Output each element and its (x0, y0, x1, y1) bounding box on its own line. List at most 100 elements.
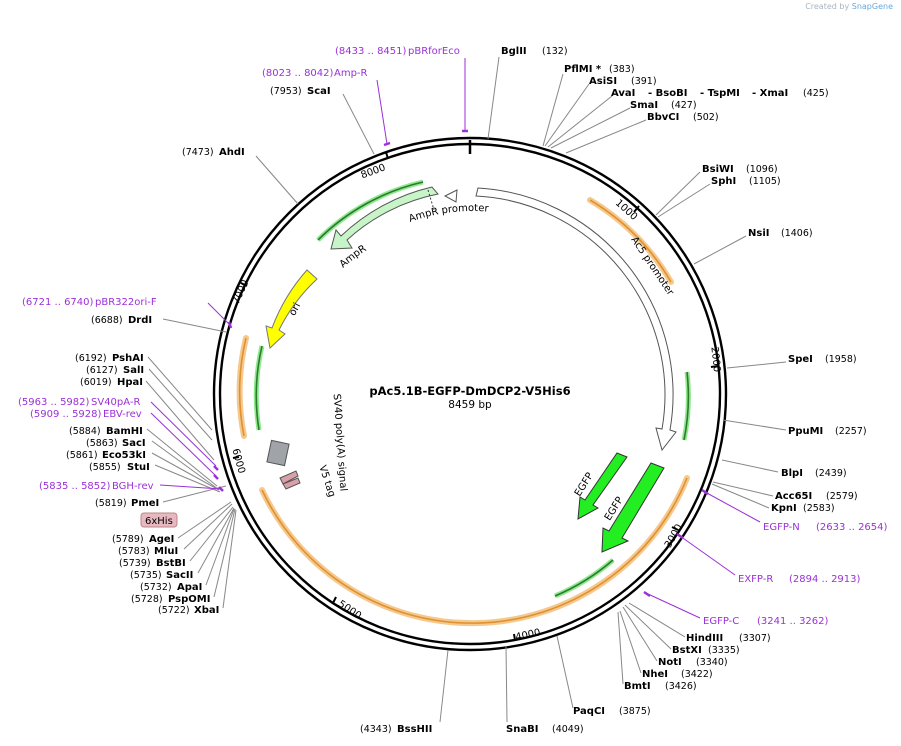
site-spei[interactable]: SpeI (1958) (726, 354, 857, 369)
site-paqci[interactable]: PaqCI (3875) (556, 635, 651, 717)
svg-text:BstBI: BstBI (156, 558, 186, 569)
svg-text:(8433 .. 8451): (8433 .. 8451) (335, 46, 407, 57)
svg-text:pBRforEco: pBRforEco (408, 46, 460, 57)
svg-text:SacI: SacI (122, 438, 146, 449)
site-drdi[interactable]: (6688) DrdI (91, 315, 227, 333)
site-agei[interactable]: (5789) AgeI (112, 501, 232, 545)
site-asisi[interactable]: AsiSI (391) (544, 76, 657, 147)
svg-text:(5884): (5884) (69, 426, 101, 437)
primer-bgh-rev[interactable]: (5835 .. 5852) BGH-rev (39, 481, 224, 492)
svg-text:NsiI: NsiI (748, 228, 769, 239)
svg-text:(5732): (5732) (140, 582, 172, 593)
svg-text:(2579): (2579) (826, 491, 858, 502)
primer-ebv-rev[interactable]: (5909 .. 5928) EBV-rev (30, 409, 219, 480)
ori-feature (265, 269, 318, 349)
tick-8000-label: 8000 (359, 162, 387, 181)
svg-text:(5739): (5739) (119, 558, 151, 569)
site-bmti[interactable]: BmtI (3426) (617, 611, 697, 692)
svg-text:(6688): (6688) (91, 315, 123, 326)
svg-text:SnaBI: SnaBI (506, 724, 538, 735)
site-sacii[interactable]: (5735) SacII (130, 507, 235, 581)
site-hindiii[interactable]: HindIII (3307) (628, 602, 771, 644)
svg-text:PshAI: PshAI (112, 353, 144, 364)
svg-text:Amp-R: Amp-R (334, 68, 368, 79)
ampr-promoter-label: AmpR promoter (407, 203, 489, 225)
svg-text:- TspMI: - TspMI (700, 88, 740, 99)
site-noti[interactable]: NotI (3340) (622, 606, 728, 668)
svg-text:(6019): (6019) (80, 377, 112, 388)
site-snabi[interactable]: SnaBI (4049) (505, 645, 584, 735)
site-bglii[interactable]: BglII (132) (487, 46, 568, 140)
site-stui[interactable]: (5855) StuI (89, 462, 221, 493)
svg-text:(2257): (2257) (835, 426, 867, 437)
svg-text:BamHI: BamHI (106, 426, 143, 437)
site-nhei[interactable]: NheI (3422) (619, 610, 713, 680)
svg-text:(5835 .. 5852): (5835 .. 5852) (39, 481, 111, 492)
site-acc65i[interactable]: Acc65I (2579) (712, 481, 858, 502)
primer-amp-r[interactable]: (8023 .. 8042) Amp-R (262, 68, 391, 147)
svg-text:(3422): (3422) (681, 669, 713, 680)
site-saci[interactable]: (5863) SacI (86, 438, 219, 490)
site-scai[interactable]: (7953) ScaI (270, 86, 375, 155)
svg-text:MluI: MluI (154, 546, 178, 557)
site-sali[interactable]: (6127) SalI (86, 365, 213, 441)
site-avai[interactable]: AvaI - BsoBI - TspMI - XmaI (425) (547, 88, 829, 148)
svg-text:(5789): (5789) (112, 534, 144, 545)
site-pflmi[interactable]: PflMI * (383) (542, 64, 635, 147)
svg-text:(7473): (7473) (182, 147, 214, 158)
svg-text:(7953): (7953) (270, 86, 302, 97)
site-pspomi[interactable]: (5728) PspOMI (131, 508, 236, 605)
svg-text:(6192): (6192) (75, 353, 107, 364)
svg-text:(5735): (5735) (130, 570, 162, 581)
tick-2000-label: 2000 (708, 346, 722, 372)
primer-egfp-n[interactable]: EGFP-N (2633 .. 2654) (701, 488, 888, 533)
primer-exfp-r[interactable]: EXFP-R (2894 .. 2913) (676, 532, 861, 585)
backbone (212, 136, 728, 652)
site-nsii[interactable]: NsiI (1406) (693, 228, 813, 265)
site-ahdi[interactable]: (7473) AhdI (182, 147, 299, 205)
svg-text:(5963 .. 5982): (5963 .. 5982) (18, 397, 90, 408)
svg-text:(132): (132) (542, 46, 568, 57)
primer-sv40pa-r[interactable]: (5963 .. 5982) SV40pA-R (18, 397, 219, 471)
site-sphi[interactable]: SphI (1105) (657, 176, 781, 218)
site-mlui[interactable]: (5783) MluI (118, 503, 233, 557)
svg-text:(3340): (3340) (696, 657, 728, 668)
site-bsshii[interactable]: (4343) BssHII (360, 649, 449, 735)
svg-text:AhdI: AhdI (219, 147, 245, 158)
svg-text:SphI: SphI (711, 176, 736, 187)
plasmid-length: 8459 bp (448, 399, 492, 411)
svg-text:(1096): (1096) (746, 164, 778, 175)
svg-text:(5783): (5783) (118, 546, 150, 557)
svg-text:PmeI: PmeI (131, 498, 159, 509)
site-kpni[interactable]: KpnI (2583) (711, 483, 835, 514)
svg-text:(5863): (5863) (86, 438, 118, 449)
site-pshai[interactable]: (6192) PshAI (75, 353, 213, 431)
site-apai[interactable]: (5732) ApaI (140, 508, 235, 593)
site-bstxi[interactable]: BstXI (3335) (624, 604, 740, 656)
svg-text:(4343): (4343) (360, 724, 392, 735)
svg-text:(3335): (3335) (708, 645, 740, 656)
site-blpi[interactable]: BlpI (2439) (721, 459, 847, 479)
svg-text:(5819): (5819) (95, 498, 127, 509)
site-bamhi[interactable]: (5884) BamHI (69, 426, 218, 487)
site-bbvci[interactable]: BbvCI (502) (565, 112, 719, 154)
site-smai[interactable]: SmaI (427) (550, 100, 697, 149)
site-ppumi[interactable]: PpuMI (2257) (722, 419, 867, 437)
orf-arcs (236, 197, 690, 627)
svg-text:(4049): (4049) (552, 724, 584, 735)
site-hpai[interactable]: (6019) HpaI (80, 377, 215, 461)
svg-text:PaqCI: PaqCI (573, 706, 605, 717)
svg-text:PflMI *: PflMI * (564, 64, 602, 75)
svg-text:NheI: NheI (642, 669, 668, 680)
site-bsiwi[interactable]: BsiWI (1096) (655, 164, 778, 216)
site-bstbi[interactable]: (5739) BstBI (119, 506, 234, 569)
primer-pbrforeco[interactable]: (8433 .. 8451) pBRforEco (335, 46, 468, 133)
primer-pbr322ori-f[interactable]: (6721 .. 6740) pBR322ori-F (22, 297, 233, 329)
site-eco53ki[interactable]: (5861) Eco53kI (66, 450, 220, 491)
site-xbai[interactable]: (5722) XbaI (158, 509, 237, 616)
svg-text:(3875): (3875) (619, 706, 651, 717)
svg-text:(1406): (1406) (781, 228, 813, 239)
ampr-promoter-arrow (443, 189, 458, 203)
ac5-promoter-feature (475, 187, 677, 452)
primer-egfp-c[interactable]: EGFP-C (3241 .. 3262) (643, 590, 829, 627)
